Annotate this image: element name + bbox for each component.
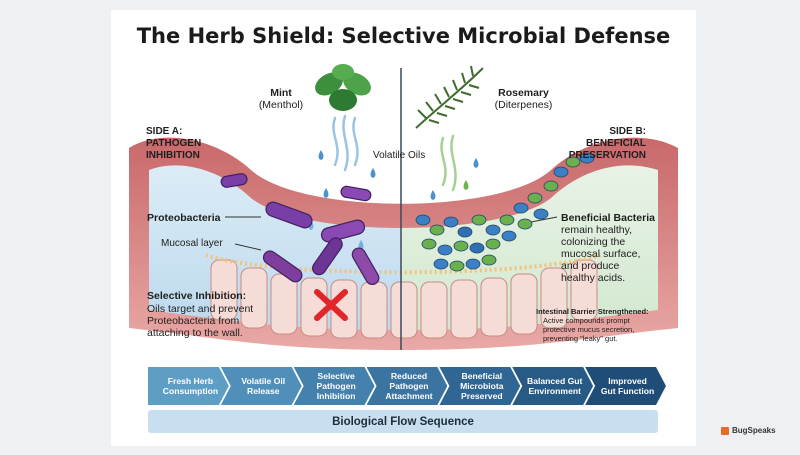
side-a-heading-3: INHIBITION — [146, 150, 200, 161]
beneficial-bacteria-line-2: colonizing the — [561, 236, 626, 248]
flow-sequence-caption: Biological Flow Sequence — [148, 410, 658, 433]
selective-inhibition-line-1: Oils target and prevent — [147, 303, 254, 315]
flow-step-text: Consumption — [162, 386, 219, 396]
flow-step-text: Reduced — [390, 371, 428, 381]
beneficial-bacteria-line-4: and produce — [561, 260, 620, 272]
side-b-heading-1: SIDE B: — [609, 126, 646, 137]
flow-step-text: Attachment — [385, 391, 433, 401]
barrier-line-1: Active compounds prompt — [543, 316, 630, 325]
side-a-heading-2: PATHOGEN — [146, 138, 202, 149]
beneficial-bacteria-line-5: healthy acids. — [561, 272, 626, 284]
flow-step-text: Microbiota — [460, 381, 504, 391]
brand-logo: BugSpeaks — [721, 426, 776, 435]
selective-inhibition-title: Selective Inhibition: — [147, 290, 247, 302]
flow-step-text: Fresh Herb — [167, 376, 214, 386]
mucosal-layer-label: Mucosal layer — [161, 238, 223, 249]
gut-cross-section-diagram — [129, 64, 678, 350]
volatile-oil-wisps-left — [332, 114, 359, 172]
flow-step-text: Pathogen — [316, 381, 356, 391]
side-b-heading-2: BENEFICIAL — [586, 138, 646, 149]
page-title: The Herb Shield: Selective Microbial Def… — [136, 24, 671, 48]
flow-step-text: Balanced Gut — [527, 376, 583, 386]
flow-step-text: Gut Function — [600, 386, 655, 396]
barrier-title: Intestinal Barrier Strengthened: — [536, 307, 649, 316]
mint-leaf-icon — [315, 64, 371, 111]
rosemary-compound: (Diterpenes) — [494, 99, 553, 111]
beneficial-bacteria-cluster — [415, 152, 595, 272]
beneficial-bacteria-line-3: mucosal surface, — [561, 248, 641, 260]
flow-step-text: Preserved — [461, 391, 503, 401]
barrier-line-3: preventing "leaky" gut. — [543, 334, 618, 343]
mint-compound: (Menthol) — [258, 99, 304, 111]
side-a-heading-1: SIDE A: — [146, 126, 183, 137]
beneficial-bacteria-title: Beneficial Bacteria — [561, 212, 655, 224]
flow-step-text: Inhibition — [316, 391, 356, 401]
proteobacteria-cluster — [220, 173, 380, 286]
rosemary-label: Rosemary — [498, 87, 549, 99]
infographic-slide: The Herb Shield: Selective Microbial Def… — [111, 10, 696, 446]
beneficial-bacteria-line-1: remain healthy, — [561, 224, 633, 236]
callout-leader-lines — [225, 216, 558, 251]
flow-step-text: Pathogen — [389, 381, 429, 391]
volatile-oils-label: Volatile Oils — [373, 150, 426, 161]
selective-inhibition-line-2: Proteobacteria from — [147, 315, 240, 327]
flow-step-text: Volatile Oil — [241, 376, 286, 386]
bugspeaks-logo-icon — [721, 426, 729, 435]
rosemary-sprig-icon — [415, 65, 484, 129]
flow-step-text: Improved — [608, 376, 647, 386]
flow-step-text: Beneficial — [461, 371, 503, 381]
proteobacteria-label: Proteobacteria — [147, 212, 221, 224]
selective-inhibition-line-3: attaching to the wall. — [147, 327, 243, 339]
brand-name: BugSpeaks — [732, 426, 776, 435]
flow-step-text: Environment — [528, 386, 581, 396]
flow-step-text: Selective — [317, 371, 355, 381]
volatile-oil-wisps-right — [440, 134, 457, 192]
flow-step-text: Release — [247, 386, 280, 396]
side-b-heading-3: PRESERVATION — [568, 150, 646, 161]
barrier-line-2: protective mucus secretion, — [543, 325, 635, 334]
inhibition-x-icon — [314, 289, 348, 321]
mint-label: Mint — [270, 87, 292, 99]
